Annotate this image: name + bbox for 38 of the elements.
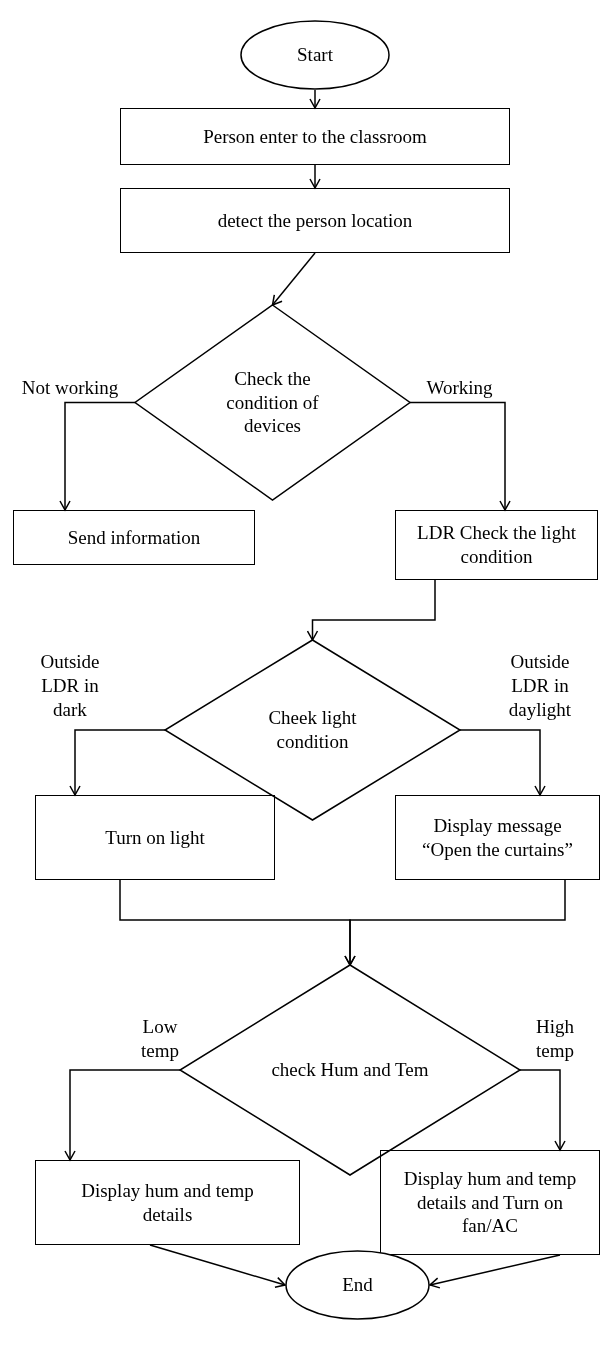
arrow xyxy=(459,729,546,796)
process-box xyxy=(35,795,275,880)
arrow xyxy=(306,579,436,641)
node-text: Cheek light condition xyxy=(267,706,358,754)
decision-diamond xyxy=(165,640,460,820)
node-text: Person enter to the classroom xyxy=(203,124,427,149)
terminal-ellipse xyxy=(285,1250,430,1320)
node-text: Display hum and temp details xyxy=(80,1178,255,1227)
terminal-ellipse xyxy=(240,20,390,90)
arrow xyxy=(69,729,166,796)
process-box xyxy=(35,1160,300,1245)
process-box xyxy=(120,108,510,165)
arrow xyxy=(149,1244,286,1288)
process-box xyxy=(13,510,255,565)
arrow xyxy=(429,1254,561,1289)
node-text: Start xyxy=(297,43,333,67)
node-text: Send information xyxy=(67,525,201,550)
node-text: LDR Check the light condition xyxy=(416,521,577,569)
arrow xyxy=(309,89,321,109)
node-text: Display hum and temp details and Turn on fan/AC xyxy=(402,1166,578,1239)
arrow xyxy=(344,879,566,966)
arrow xyxy=(309,164,321,189)
process-box xyxy=(395,510,598,580)
node-text: Display message “Open the curtains” xyxy=(421,813,574,862)
node-text: Check the condition of devices xyxy=(225,366,320,439)
node-text: detect the person location xyxy=(217,208,413,233)
arrow xyxy=(64,1069,181,1161)
node-text: Turn on light xyxy=(105,825,205,850)
node-text: check Hum and Tem xyxy=(271,1058,429,1082)
process-box xyxy=(395,795,600,880)
arrow xyxy=(409,401,511,511)
node-text: End xyxy=(342,1273,373,1297)
arrow xyxy=(271,252,316,306)
process-box xyxy=(120,188,510,253)
decision-diamond xyxy=(135,305,410,500)
process-box xyxy=(380,1150,600,1255)
arrow xyxy=(519,1069,566,1151)
arrow xyxy=(59,401,136,511)
